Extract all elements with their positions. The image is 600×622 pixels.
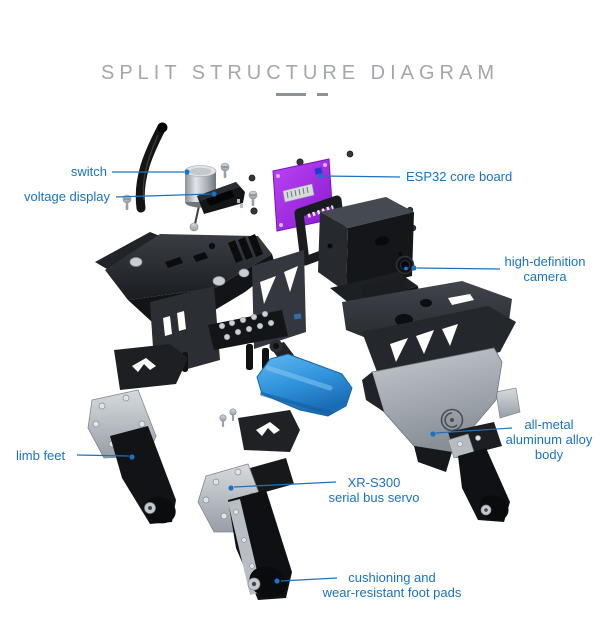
brand-logo xyxy=(440,408,464,432)
voltage-display-module xyxy=(197,182,245,214)
right-body-plates xyxy=(342,281,521,419)
label-aluminum-alloy-body: all-metal aluminum alloy body xyxy=(489,417,600,462)
label-body-line-2: aluminum alloy xyxy=(505,432,593,447)
camera-lens xyxy=(395,255,415,275)
label-body-line-1: all-metal xyxy=(524,417,574,432)
label-limb-feet-line: limb feet xyxy=(16,448,66,463)
label-foot-pads-line-1: cushioning and xyxy=(348,570,436,585)
label-servo-line-2: serial bus servo xyxy=(328,490,420,505)
label-body-line-3: body xyxy=(534,447,564,462)
page-title: SPLIT STRUCTURE DIAGRAM xyxy=(101,62,499,84)
label-esp32-core-board: ESP32 core board xyxy=(406,169,512,184)
label-camera-line-1: high-definition xyxy=(504,254,586,269)
label-high-definition-camera: high-definition camera xyxy=(485,254,600,284)
label-foot-pads-line-2: wear-resistant foot pads xyxy=(322,585,462,600)
title-underline xyxy=(0,92,600,98)
label-foot-pads: cushioning and wear-resistant foot pads xyxy=(312,570,472,600)
label-servo-line-1: XR-S300 xyxy=(347,475,401,490)
antenna-tube xyxy=(135,122,168,213)
title-dash-short xyxy=(317,93,328,96)
label-switch: switch xyxy=(27,164,107,179)
leg-rear-right xyxy=(447,422,510,522)
label-voltage-display-line: voltage display xyxy=(24,189,110,204)
label-voltage-display: voltage display xyxy=(10,189,110,204)
battery-pack xyxy=(256,339,353,417)
label-camera-line-2: camera xyxy=(523,269,567,284)
label-limb-feet: limb feet xyxy=(16,448,65,463)
leader-lines xyxy=(76,169,513,584)
servo-row xyxy=(182,310,288,372)
label-switch-line: switch xyxy=(70,164,107,179)
head-camera-module xyxy=(318,197,420,318)
leg-front-left xyxy=(87,344,188,524)
label-esp32-line: ESP32 core board xyxy=(406,169,513,184)
leg-center xyxy=(197,410,300,600)
title-dash-long xyxy=(276,93,306,96)
label-serial-bus-servo: XR-S300 serial bus servo xyxy=(314,475,434,505)
aluminum-body-panel xyxy=(362,347,503,472)
